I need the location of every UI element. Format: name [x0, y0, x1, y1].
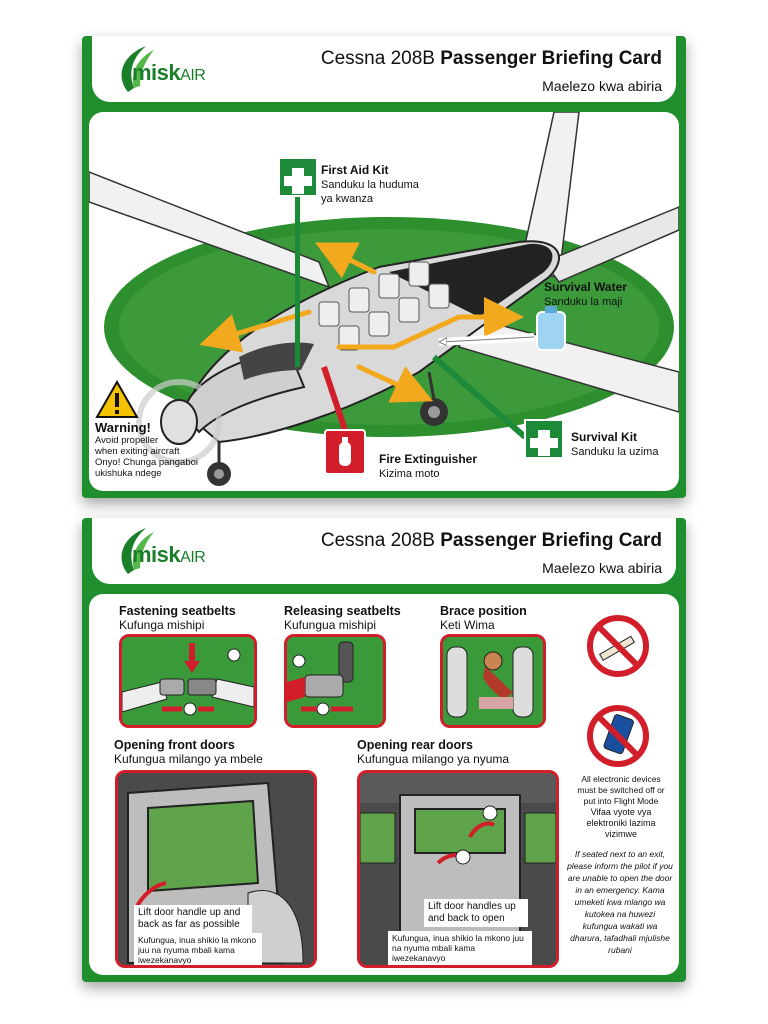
- rear-door-caption-sw: Kufungua, inua shikio la mkono juu na ny…: [388, 931, 532, 965]
- exit-note: If seated next to an exit, please inform…: [567, 849, 673, 955]
- no-smoking-icon: [587, 615, 649, 677]
- fastening-subtitle: Kufunga mishipi: [119, 618, 205, 632]
- devices-note: All electronic devices must be switched …: [577, 774, 665, 839]
- front-door-caption-sw: Kufungua, inua shikio la mkono juu na ny…: [134, 933, 262, 965]
- front-doors-title: Opening front doors: [114, 738, 235, 752]
- logo-wordmark: miskAIR: [132, 542, 206, 567]
- rear-door-caption-en: Lift door handles up and back to open: [424, 899, 528, 927]
- misk-air-logo: [121, 46, 154, 92]
- card-header: miskAIR Cessna 208B Passenger Briefing C…: [92, 518, 676, 584]
- logo-wordmark: miskAIR: [132, 60, 206, 85]
- card-subtitle: Maelezo kwa abiria: [542, 560, 662, 576]
- fastening-title: Fastening seatbelts: [119, 604, 236, 618]
- briefing-card-aircraft: miskAIR Cessna 208B Passenger Briefing C…: [82, 36, 686, 498]
- card-title: Cessna 208B Passenger Briefing Card: [320, 48, 662, 69]
- card-title: Cessna 208B Passenger Briefing Card: [320, 530, 662, 551]
- fastening-seatbelt-illustration: [119, 634, 257, 728]
- brace-subtitle: Keti Wima: [440, 618, 495, 632]
- rear-doors-subtitle: Kufungua milango ya nyuma: [357, 752, 510, 766]
- briefing-card-safety: miskAIR Cessna 208B Passenger Briefing C…: [82, 518, 686, 982]
- card-header: miskAIR Cessna 208B Passenger Briefing C…: [92, 36, 676, 102]
- misk-air-logo: [121, 528, 154, 574]
- releasing-seatbelt-illustration: [284, 634, 386, 728]
- warning-label: Warning! Avoid propeller when exiting ai…: [95, 420, 198, 479]
- front-door-caption-en: Lift door handle up and back as far as p…: [134, 905, 252, 933]
- rear-doors-title: Opening rear doors: [357, 738, 473, 752]
- aircraft-illustration: [89, 112, 679, 486]
- card-subtitle: Maelezo kwa abiria: [542, 78, 662, 94]
- releasing-subtitle: Kufungua mishipi: [284, 618, 377, 632]
- releasing-title: Releasing seatbelts: [284, 604, 401, 618]
- rear-door-illustration: Lift door handles up and back to open Ku…: [357, 770, 559, 968]
- safety-instructions-panel: Fastening seatbelts Kufunga mishipi Rele…: [89, 594, 679, 975]
- no-phone-icon: [587, 705, 649, 767]
- brace-position-illustration: [440, 634, 546, 728]
- front-doors-subtitle: Kufungua milango ya mbele: [114, 752, 263, 766]
- front-door-illustration: Lift door handle up and back as far as p…: [115, 770, 317, 968]
- brace-title: Brace position: [440, 604, 527, 618]
